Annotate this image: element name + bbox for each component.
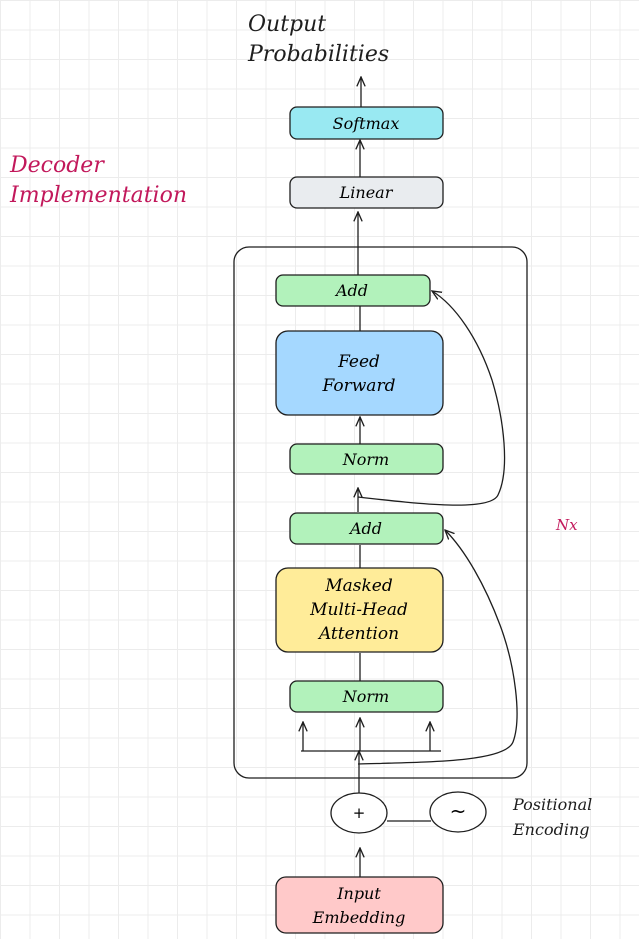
masked-attention-block: Masked Multi-Head Attention (275, 567, 444, 653)
softmax-label: Softmax (333, 114, 400, 133)
norm-top-label: Norm (342, 450, 389, 469)
norm-block-top: Norm (289, 443, 444, 475)
masked-attention-line2: Multi-Head (309, 600, 408, 620)
diagram-title-line2: Implementation (9, 183, 187, 208)
decoder-layer-container (233, 246, 528, 779)
add-positional-node: + (330, 792, 388, 834)
plus-symbol: + (353, 804, 366, 822)
wave-symbol: ~ (450, 799, 467, 823)
add-bottom-label: Add (348, 519, 382, 538)
feed-forward-block: Feed Forward (275, 330, 444, 416)
positional-label-line1: Positional (512, 795, 592, 814)
masked-attention-line1: Masked (324, 576, 393, 596)
norm-bottom-label: Norm (342, 687, 389, 706)
feed-forward-line2: Forward (322, 376, 396, 396)
feed-forward-line1: Feed (337, 352, 380, 372)
add-block-top: Add (275, 274, 431, 307)
linear-block: Linear (289, 176, 444, 209)
norm-block-bottom: Norm (289, 680, 444, 713)
add-top-label: Add (334, 281, 368, 300)
softmax-block: Softmax (289, 106, 444, 140)
diagram-title-line1: Decoder (9, 153, 105, 178)
positional-encoding-node: ~ (429, 791, 487, 833)
residual-connection-top (357, 291, 506, 506)
residual-connection-bottom (357, 530, 518, 765)
input-embedding-line1: Input (336, 884, 381, 903)
add-block-bottom: Add (289, 512, 444, 545)
linear-label: Linear (339, 183, 394, 202)
output-label-line1: Output (248, 12, 326, 37)
input-embedding-block: Input Embedding (275, 876, 444, 934)
masked-attention-line3: Attention (317, 624, 399, 644)
output-label-line2: Probabilities (247, 42, 389, 67)
positional-label-line2: Encoding (512, 820, 589, 839)
repeat-count-label: Nx (555, 516, 578, 534)
input-embedding-line2: Embedding (312, 908, 406, 927)
